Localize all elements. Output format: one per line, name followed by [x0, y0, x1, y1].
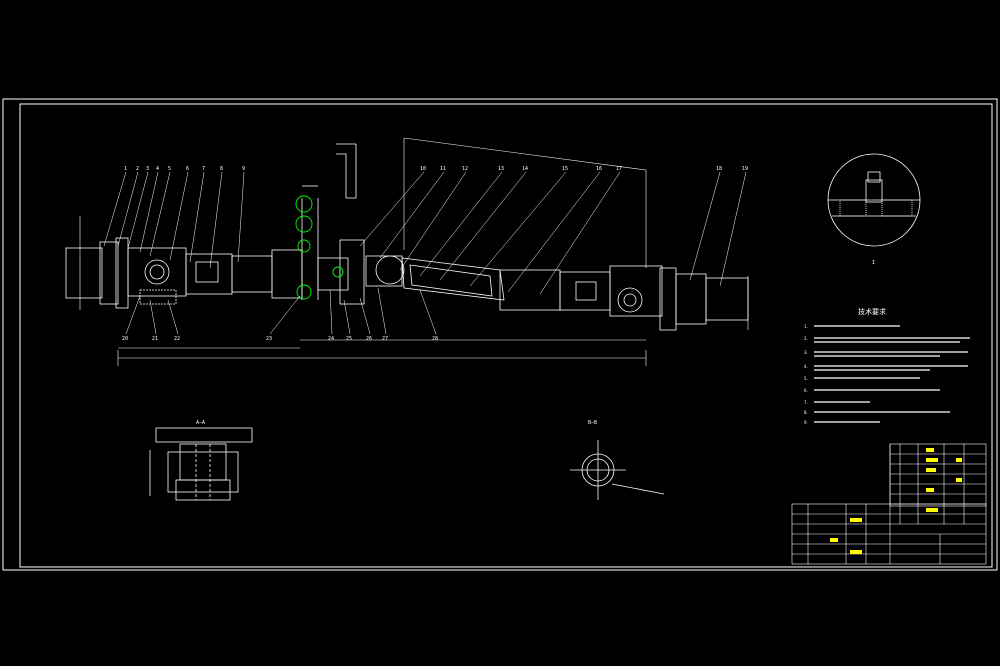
leader-number: 22 — [174, 336, 180, 342]
sheet-inner-border — [19, 103, 993, 568]
leader-number: 21 — [152, 336, 158, 342]
title-block-highlights — [830, 448, 962, 554]
leader-number: 17 — [616, 166, 622, 172]
leader-number: 6 — [186, 166, 189, 172]
section-label-b: B—B — [588, 420, 597, 426]
note-number: 2. — [804, 336, 808, 341]
leader-number: 23 — [266, 336, 272, 342]
dimension-lines — [79, 137, 749, 366]
note-number: 4. — [804, 364, 808, 369]
leader-number-labels-bottom: 20 21 22 23 24 25 26 27 28 — [122, 336, 438, 342]
title-block — [791, 443, 987, 565]
leader-number: 15 — [562, 166, 568, 172]
note-number: 7. — [804, 400, 808, 405]
leader-number: 12 — [462, 166, 468, 172]
leader-number-labels-top: 1 2 3 4 5 6 7 8 9 10 11 12 13 14 15 16 1… — [124, 166, 748, 172]
leader-lines-bottom — [125, 287, 437, 335]
support-bracket — [302, 143, 357, 199]
leader-number: 20 — [122, 336, 128, 342]
leader-number: 19 — [742, 166, 748, 172]
tech-requirements-notes: 1. 2. 3. 4. 5. 6. 7. 8. 9. — [804, 324, 808, 425]
leader-number: 28 — [432, 336, 438, 342]
section-view-left — [149, 427, 253, 501]
leader-number: 25 — [346, 336, 352, 342]
leader-number: 5 — [168, 166, 171, 172]
detail-view-circle — [827, 153, 921, 247]
leader-number: 18 — [716, 166, 722, 172]
note-number: 5. — [804, 376, 808, 381]
sheet-outer-border — [2, 98, 998, 571]
note-number: 9. — [804, 420, 808, 425]
leader-number: 13 — [498, 166, 504, 172]
leader-number: 3 — [146, 166, 149, 172]
leader-number: 8 — [220, 166, 223, 172]
drive-shaft-assembly — [65, 198, 749, 331]
leader-number: 1 — [124, 166, 127, 172]
note-number: 6. — [804, 388, 808, 393]
note-number: 3. — [804, 350, 808, 355]
leader-number: 27 — [382, 336, 388, 342]
section-view-right — [570, 440, 665, 500]
leader-number: 24 — [328, 336, 334, 342]
note-number: 1. — [804, 324, 808, 329]
leader-number: 14 — [522, 166, 528, 172]
detail-label: I — [872, 260, 875, 266]
tech-requirements-text-bars — [814, 325, 970, 423]
tech-requirements-title: 技术要求 — [858, 307, 886, 316]
grease-fittings — [295, 195, 344, 300]
leader-number: 7 — [202, 166, 205, 172]
leader-number: 4 — [156, 166, 159, 172]
leader-number: 9 — [242, 166, 245, 172]
leader-number: 26 — [366, 336, 372, 342]
leader-lines-top — [103, 171, 747, 295]
leader-number: 2 — [136, 166, 139, 172]
leader-number: 11 — [440, 166, 446, 172]
leader-number: 16 — [596, 166, 602, 172]
note-number: 8. — [804, 410, 808, 415]
leader-number: 10 — [420, 166, 426, 172]
section-label-a: A—A — [196, 420, 205, 426]
